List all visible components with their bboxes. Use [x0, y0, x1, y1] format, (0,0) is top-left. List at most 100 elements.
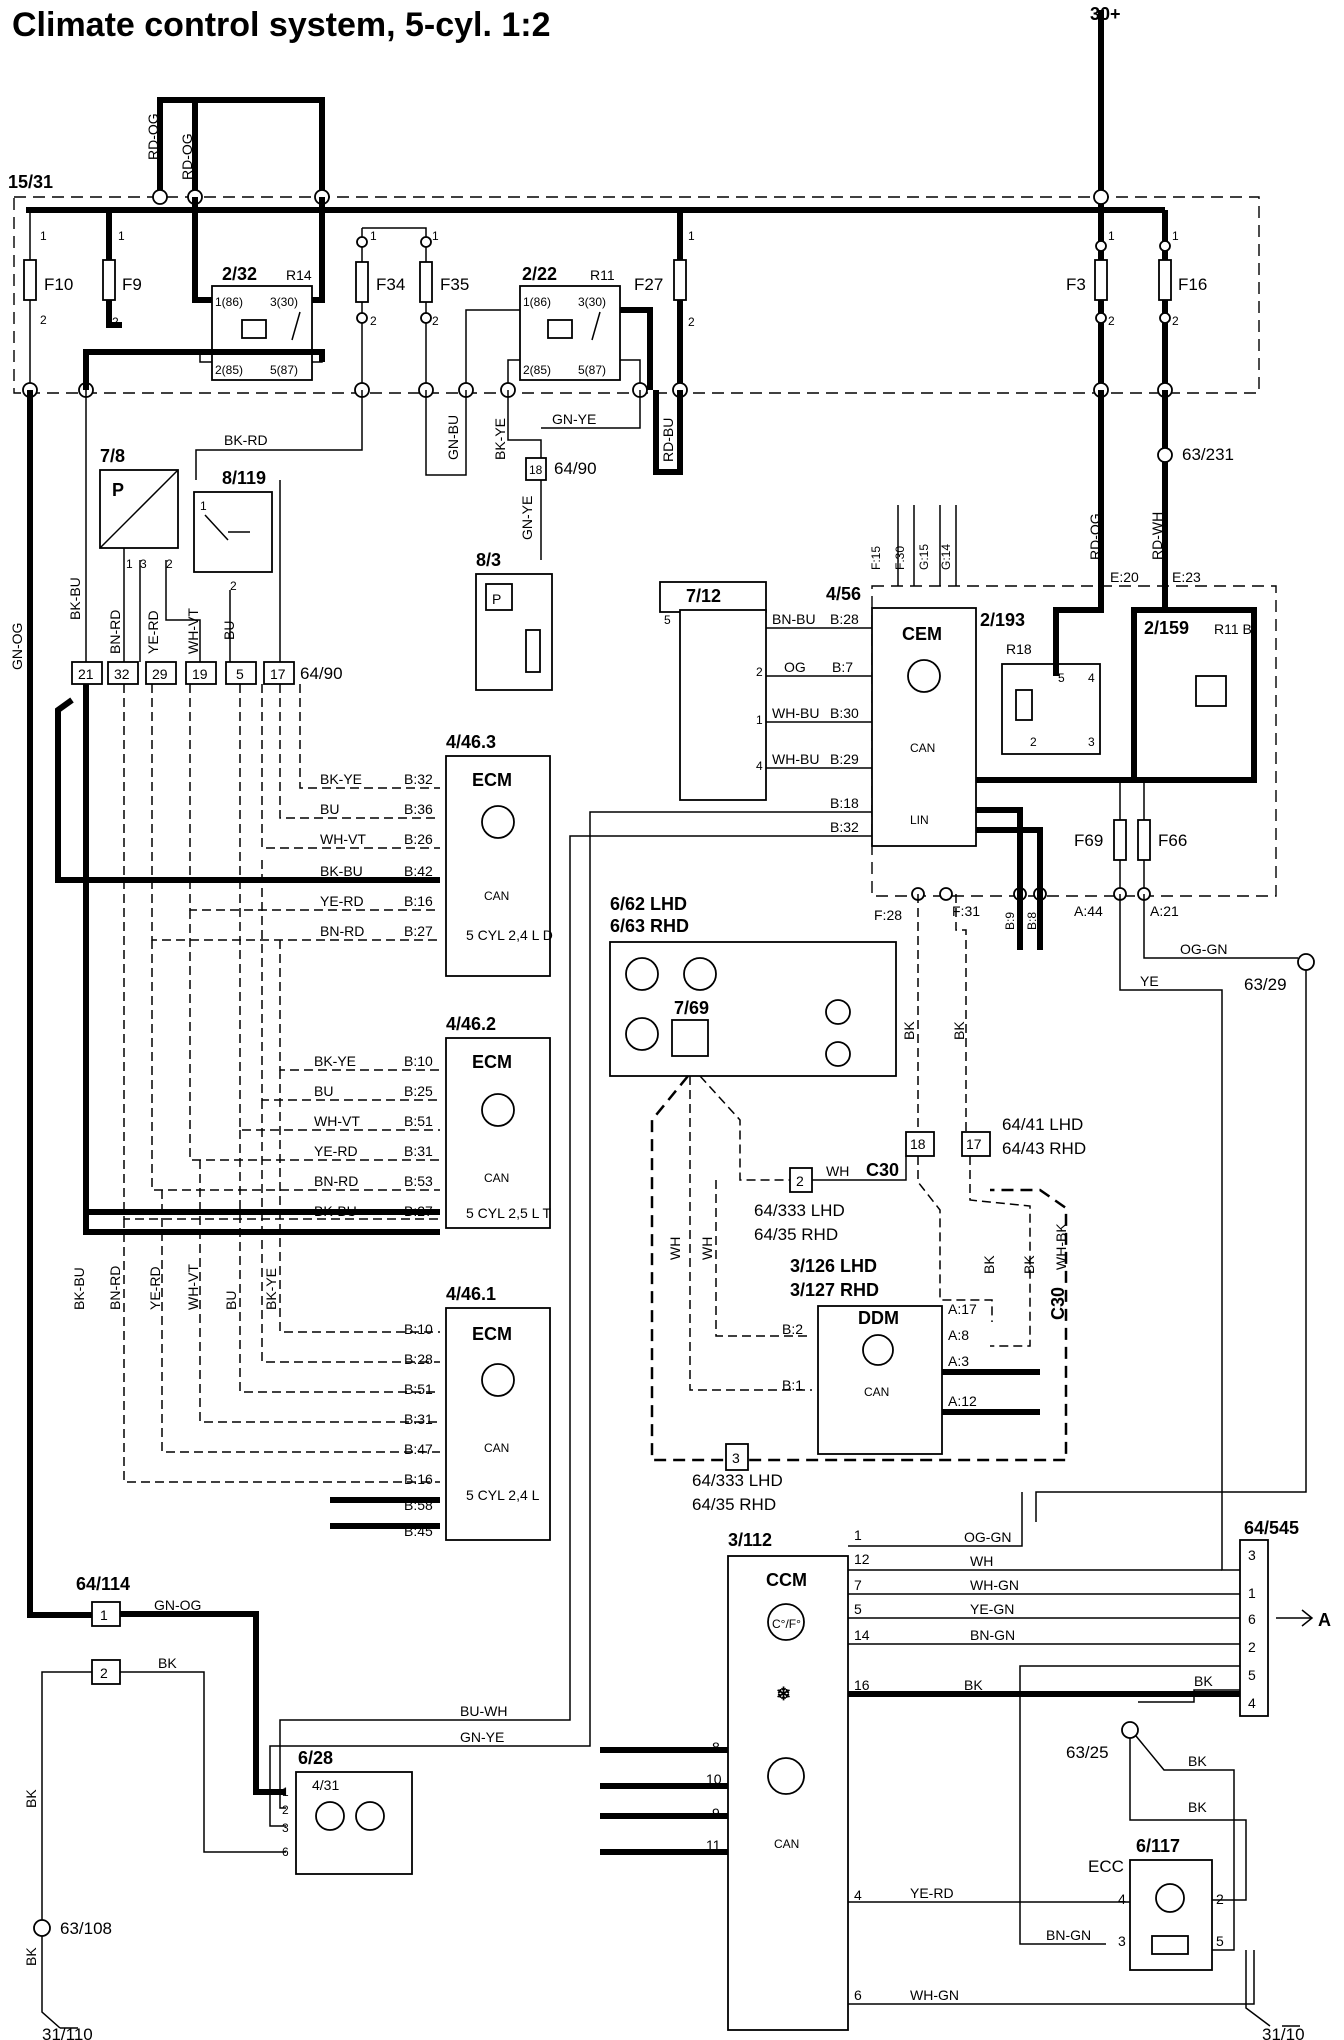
svg-text:63/231: 63/231 [1182, 445, 1234, 464]
svg-text:6: 6 [854, 1987, 862, 2003]
ccm-module: 3/112 CCM C°/F° ❄ CAN [727, 1530, 849, 2031]
wire-gnbu [425, 390, 467, 476]
wire-ddm-can [942, 1369, 1040, 1415]
svg-text:B:31: B:31 [404, 1143, 433, 1159]
svg-text:B:27: B:27 [404, 1203, 433, 1219]
wire-label-bkrd: BK-RD [224, 432, 268, 448]
label-30plus: 30+ [1090, 4, 1121, 24]
ddm-module: 3/126 LHD 3/127 RHD DDM CAN B:2 B:1 A:17… [782, 1256, 977, 1455]
fuse-f10: F10 1 2 [23, 210, 73, 385]
svg-text:2: 2 [370, 314, 377, 328]
svg-text:1: 1 [688, 229, 695, 243]
wire-label-bk-5: BK [1194, 1673, 1213, 1689]
svg-text:G:15: G:15 [917, 544, 931, 570]
svg-text:F69: F69 [1074, 831, 1103, 850]
c30-label-b: C30 [1048, 1287, 1068, 1320]
svg-text:1: 1 [854, 1527, 862, 1543]
wires-ccm-6453: OG-GN WH WH-GN YE-GN BN-GN BK [848, 1492, 1240, 1697]
label-15-31: 15/31 [8, 172, 53, 192]
svg-text:64/545: 64/545 [1244, 1518, 1299, 1538]
svg-text:BK-BU: BK-BU [71, 1267, 87, 1310]
svg-text:WH: WH [970, 1553, 993, 1569]
svg-text:R11 B: R11 B [1214, 621, 1252, 637]
svg-text:2: 2 [756, 665, 763, 679]
wire-label-bk-6: BK [1188, 1753, 1207, 1769]
wire-label-bngn-ecc: BN-GN [1046, 1927, 1091, 1943]
svg-text:1: 1 [1108, 229, 1115, 243]
cem-top-can: F:15 F:30 G:15 G:14 [869, 505, 957, 586]
wire-label-bk-10: BK [23, 1947, 39, 1966]
svg-text:3: 3 [140, 557, 147, 571]
connector-6490: 21 32 29 19 5 17 64/90 [71, 661, 343, 685]
svg-text:2: 2 [1030, 735, 1037, 749]
svg-text:5 CYL 2,5 L T: 5 CYL 2,5 L T [466, 1205, 552, 1221]
svg-text:3: 3 [1118, 1933, 1126, 1949]
wire-label-bkbu: BK-BU [67, 577, 83, 620]
svg-text:B:2: B:2 [782, 1321, 803, 1337]
svg-text:B:47: B:47 [404, 1441, 433, 1457]
arrow-label: A [1318, 1610, 1331, 1630]
svg-text:LIN: LIN [910, 813, 929, 827]
svg-text:B:8: B:8 [1025, 912, 1039, 930]
ecm-4-46-2-pins: B:10 B:25 B:51 B:31 B:53 B:27 BK-YE BU W… [314, 1053, 433, 1219]
svg-text:P: P [492, 591, 501, 607]
component-7-8: 7/8 P 1 3 2 [99, 446, 179, 571]
svg-text:2: 2 [1108, 314, 1115, 328]
svg-text:ECM: ECM [472, 1052, 512, 1072]
wire-bkrd [195, 390, 363, 480]
svg-text:64/35 RHD: 64/35 RHD [754, 1225, 838, 1244]
svg-text:DDM: DDM [858, 1308, 899, 1328]
wire-bk-ground [41, 1671, 92, 2029]
ecm-4-46-1-pins: B:10 B:28 B:51 B:31 B:47 B:16 B:58 B:45 [404, 1321, 433, 1539]
svg-text:B:26: B:26 [404, 831, 433, 847]
svg-text:A:44: A:44 [1074, 903, 1103, 919]
svg-text:2/22: 2/22 [522, 264, 557, 284]
fuse-f69: F69 [1074, 780, 1127, 895]
wire-wh-c30 [812, 1156, 907, 1181]
wire-label-rdog-1: RD-OG [145, 113, 161, 160]
svg-text:F:28: F:28 [874, 907, 902, 923]
wire-label-bk-8: BK [158, 1655, 177, 1671]
svg-text:F35: F35 [440, 275, 469, 294]
svg-text:BU: BU [223, 1291, 239, 1310]
wire-bk-6325 [1138, 1689, 1240, 1703]
svg-text:17: 17 [966, 1136, 982, 1152]
svg-text:B:16: B:16 [404, 893, 433, 909]
wire-label-whbk: WH-BK [1053, 1223, 1069, 1270]
svg-text:64/333 LHD: 64/333 LHD [754, 1201, 845, 1220]
svg-text:BN-RD: BN-RD [107, 1266, 123, 1310]
svg-text:3(30): 3(30) [578, 295, 606, 309]
wire-whbk-ddm-a8 [969, 1156, 1031, 1347]
svg-text:2: 2 [1216, 1891, 1224, 1907]
svg-text:WH-VT: WH-VT [314, 1113, 360, 1129]
svg-text:BK-BU: BK-BU [320, 863, 363, 879]
svg-text:17: 17 [270, 666, 286, 682]
wire-dashed-loop [650, 1075, 1068, 1462]
svg-text:3: 3 [1248, 1547, 1256, 1563]
svg-text:YE-RD: YE-RD [320, 893, 364, 909]
svg-text:A:12: A:12 [948, 1393, 977, 1409]
svg-text:8/119: 8/119 [222, 468, 266, 488]
svg-text:F10: F10 [44, 275, 73, 294]
svg-text:R18: R18 [1006, 641, 1032, 657]
svg-text:OG-GN: OG-GN [964, 1529, 1011, 1545]
svg-text:3: 3 [1088, 735, 1095, 749]
wire-rdog-cem [1053, 390, 1104, 676]
svg-text:5(87): 5(87) [578, 363, 606, 377]
wire-label-rdbu: RD-BU [660, 418, 676, 462]
svg-text:B:9: B:9 [1003, 912, 1017, 930]
svg-text:2: 2 [112, 315, 119, 329]
svg-text:4/46.3: 4/46.3 [446, 732, 496, 752]
wire-f31-down [955, 894, 967, 1138]
svg-text:A:8: A:8 [948, 1327, 969, 1343]
svg-text:2: 2 [796, 1173, 804, 1189]
wire-6329-down [1035, 970, 1307, 1522]
svg-text:1: 1 [126, 557, 133, 571]
svg-text:5 CYL 2,4 L: 5 CYL 2,4 L [466, 1487, 540, 1503]
wire-ccm-can [600, 1747, 728, 1855]
cem-bottom-pins: F:28 F:31 A:44 A:21 B:9 B:8 [874, 887, 1179, 930]
component-8-3: 8/3 P [475, 550, 553, 691]
wire-label-bu: BU [221, 621, 237, 640]
svg-text:2: 2 [166, 557, 173, 571]
svg-text:1: 1 [118, 229, 125, 243]
